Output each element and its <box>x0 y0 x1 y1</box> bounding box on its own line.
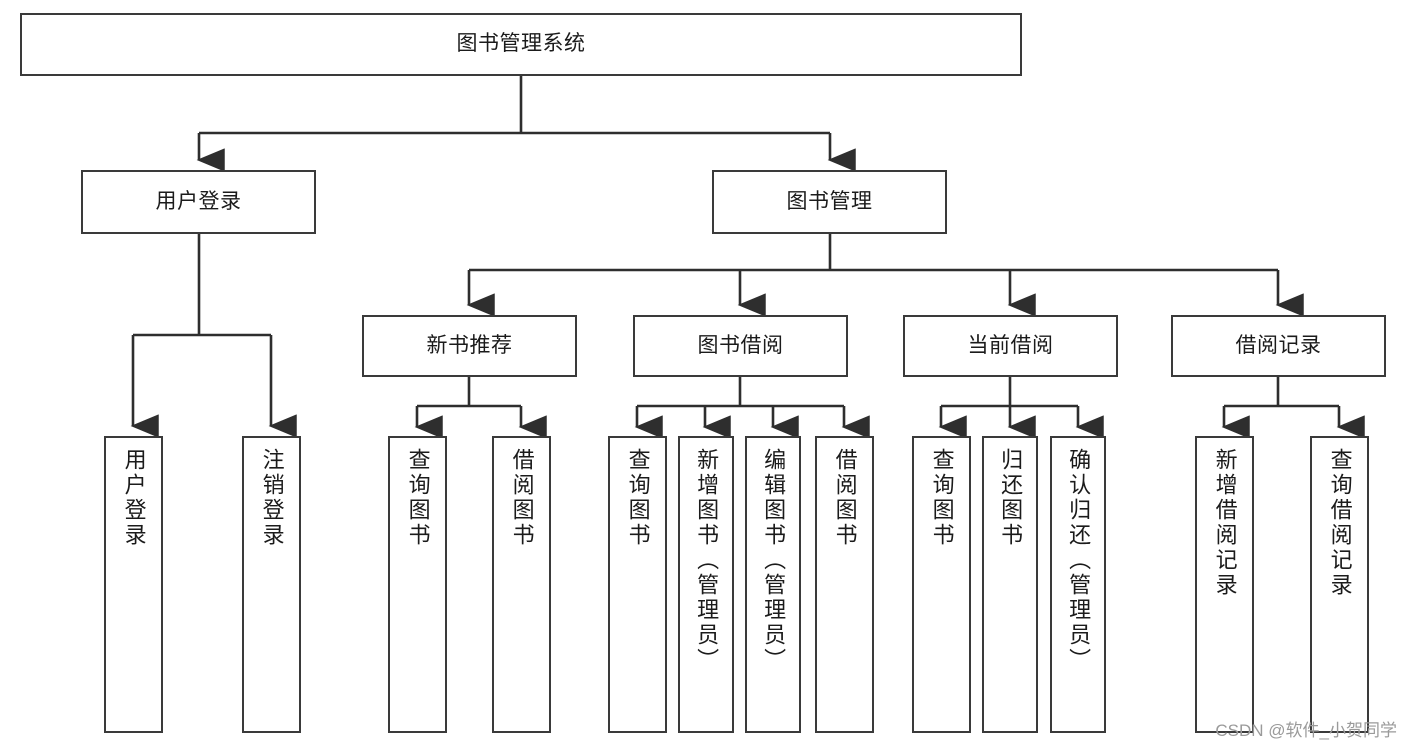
leaf-user-login-label: 用户登录 <box>121 448 147 548</box>
leaf-query-book-borrow-label: 查询图书 <box>625 448 651 548</box>
leaf-edit-book-admin-label: 编辑图书（管理员） <box>761 448 787 673</box>
leaf-borrow-book-newrec[interactable]: 借阅图书 <box>492 436 551 733</box>
leaf-query-book-newrec-label: 查询图书 <box>405 448 431 548</box>
leaf-query-borrow-record[interactable]: 查询借阅记录 <box>1310 436 1369 733</box>
node-book-management[interactable]: 图书管理 <box>712 170 947 234</box>
leaf-query-book-newrec[interactable]: 查询图书 <box>388 436 447 733</box>
leaf-query-book-borrow[interactable]: 查询图书 <box>608 436 667 733</box>
node-book-borrow[interactable]: 图书借阅 <box>633 315 848 377</box>
node-new-book-recommend-label: 新书推荐 <box>426 333 513 357</box>
leaf-logout-label: 注销登录 <box>259 448 285 548</box>
leaf-query-borrow-record-label: 查询借阅记录 <box>1327 448 1353 598</box>
node-book-management-label: 图书管理 <box>786 189 873 213</box>
node-user-login[interactable]: 用户登录 <box>81 170 316 234</box>
node-user-login-label: 用户登录 <box>155 189 242 213</box>
leaf-borrow-book[interactable]: 借阅图书 <box>815 436 874 733</box>
leaf-confirm-return-admin-label: 确认归还（管理员） <box>1066 448 1092 673</box>
node-new-book-recommend[interactable]: 新书推荐 <box>362 315 577 377</box>
node-borrow-record[interactable]: 借阅记录 <box>1171 315 1386 377</box>
node-book-borrow-label: 图书借阅 <box>697 333 784 357</box>
leaf-return-book-label: 归还图书 <box>998 448 1024 548</box>
leaf-borrow-book-newrec-label: 借阅图书 <box>509 448 535 548</box>
node-root[interactable]: 图书管理系统 <box>20 13 1022 76</box>
leaf-logout[interactable]: 注销登录 <box>242 436 301 733</box>
leaf-query-book-current-label: 查询图书 <box>929 448 955 548</box>
node-borrow-record-label: 借阅记录 <box>1235 333 1322 357</box>
leaf-add-book-admin-label: 新增图书（管理员） <box>694 448 720 673</box>
leaf-add-borrow-record-label: 新增借阅记录 <box>1212 448 1238 598</box>
leaf-add-borrow-record[interactable]: 新增借阅记录 <box>1195 436 1254 733</box>
leaf-confirm-return-admin[interactable]: 确认归还（管理员） <box>1050 436 1106 733</box>
node-current-borrow[interactable]: 当前借阅 <box>903 315 1118 377</box>
leaf-borrow-book-label: 借阅图书 <box>832 448 858 548</box>
leaf-edit-book-admin[interactable]: 编辑图书（管理员） <box>745 436 801 733</box>
watermark: CSDN @软件_小贺同学 <box>1215 721 1397 740</box>
node-root-label: 图书管理系统 <box>456 32 586 56</box>
leaf-add-book-admin[interactable]: 新增图书（管理员） <box>678 436 734 733</box>
leaf-query-book-current[interactable]: 查询图书 <box>912 436 971 733</box>
leaf-user-login[interactable]: 用户登录 <box>104 436 163 733</box>
leaf-return-book[interactable]: 归还图书 <box>982 436 1038 733</box>
node-current-borrow-label: 当前借阅 <box>967 333 1054 357</box>
